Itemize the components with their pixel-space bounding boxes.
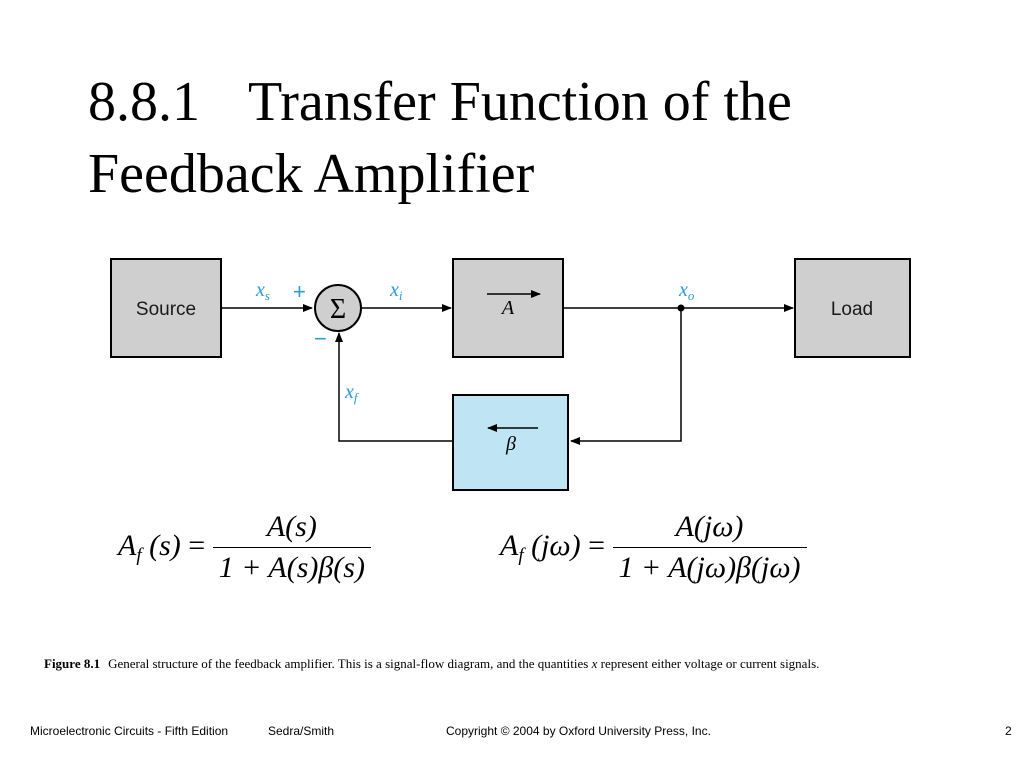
feedback-block — [452, 394, 569, 491]
eq2-numerator: A(jω) — [675, 510, 744, 543]
eq1-numerator: A(s) — [266, 510, 317, 543]
footer-copyright: Copyright © 2004 by Oxford University Pr… — [446, 724, 711, 738]
eq1-fraction: A(s) 1 + A(s)β(s) — [212, 510, 371, 585]
transfer-function-jw-equation: Af (jω) = A(jω) 1 + A(jω)β(jω) — [500, 510, 807, 585]
figure-caption: Figure 8.1 General structure of the feedb… — [44, 656, 1004, 672]
xf-label: xf — [344, 381, 360, 405]
eq2-fraction-bar — [612, 547, 807, 548]
caption-variable: x — [591, 656, 598, 671]
transfer-function-s-equation: Af (s) = A(s) 1 + A(s)β(s) — [118, 510, 371, 585]
minus-sign: − — [314, 326, 327, 351]
load-block — [794, 258, 911, 358]
source-label: Source — [136, 299, 196, 320]
title-line-1: 8.8.1 Transfer Function of the — [88, 66, 968, 138]
title-text-line-1: Transfer Function of the — [248, 71, 792, 133]
footer-book-title: Microelectronic Circuits - Fifth Edition — [30, 724, 229, 738]
feedback-return-line — [570, 308, 682, 445]
load-label: Load — [831, 299, 873, 320]
xi-label: xi — [389, 279, 403, 303]
eq2-denominator: 1 + A(jω)β(jω) — [618, 551, 801, 584]
slide-title: 8.8.1 Transfer Function of the Feedback A… — [88, 66, 968, 210]
caption-text-1: General structure of the feedback amplif… — [108, 656, 592, 671]
eq2-lhs: Af (jω) = — [500, 528, 606, 566]
amplifier-label: A — [500, 297, 515, 319]
sigma-icon: Σ — [330, 294, 346, 325]
feedback-block-diagram: Source xs + Σ − xi A xo Load β xf — [110, 258, 911, 491]
eq2-fraction: A(jω) 1 + A(jω)β(jω) — [612, 510, 807, 585]
figure-label: Figure 8.1 — [44, 656, 101, 671]
eq1-fraction-bar — [212, 547, 371, 548]
xf-line — [335, 332, 453, 442]
xs-label: xs — [255, 279, 270, 303]
section-number: 8.8.1 — [88, 71, 200, 133]
feedback-label: β — [505, 433, 516, 455]
plus-sign: + — [293, 279, 306, 304]
eq1-denominator: 1 + A(s)β(s) — [218, 551, 365, 584]
footer-authors: Sedra/Smith — [268, 724, 335, 738]
xo-label: xo — [678, 279, 695, 303]
eq1-lhs: Af (s) = — [118, 528, 206, 566]
footer-page-number: 2 — [1005, 724, 1012, 738]
title-line-2: Feedback Amplifier — [88, 143, 535, 205]
caption-text-2: represent either voltage or current sign… — [597, 656, 820, 671]
